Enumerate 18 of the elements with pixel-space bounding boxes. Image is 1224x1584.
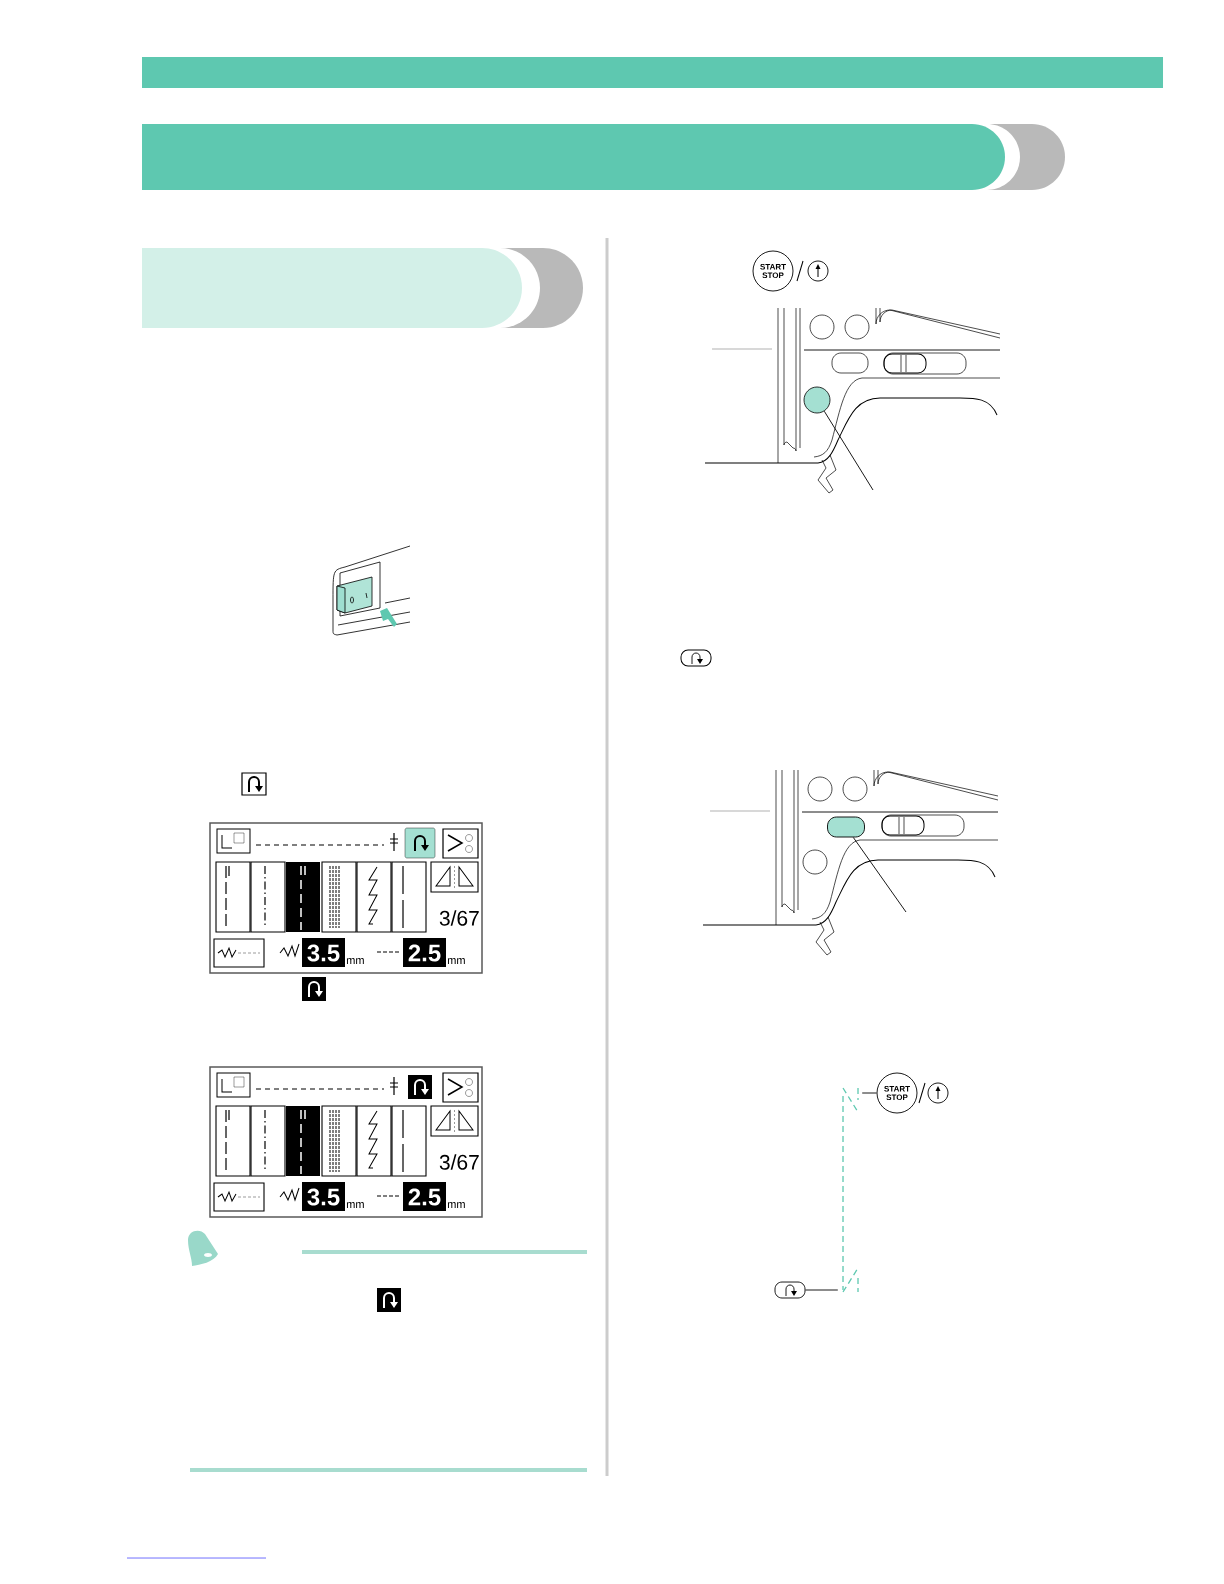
machine-button: [803, 386, 831, 414]
unit-text: mm: [447, 958, 465, 964]
screen-text: 3/67: [439, 910, 479, 926]
leader-line: [852, 837, 907, 913]
unit-text: mm: [447, 1202, 465, 1208]
screen-text: 3/67: [439, 1154, 479, 1170]
leader-line: [861, 1092, 877, 1094]
value-box: 3.5: [302, 1182, 345, 1211]
unit-text: mm: [346, 1202, 364, 1208]
leader-line: [805, 1289, 839, 1291]
value-box: 2.5: [403, 938, 446, 967]
value-box: 2.5: [403, 1182, 446, 1211]
stitch-seam: [842, 1087, 859, 1293]
reverse-button: [827, 816, 865, 838]
unit-text: mm: [346, 958, 364, 964]
reverse-button-icon: [774, 1281, 806, 1299]
leader-line: [823, 410, 874, 491]
value-box: 3.5: [302, 938, 345, 967]
